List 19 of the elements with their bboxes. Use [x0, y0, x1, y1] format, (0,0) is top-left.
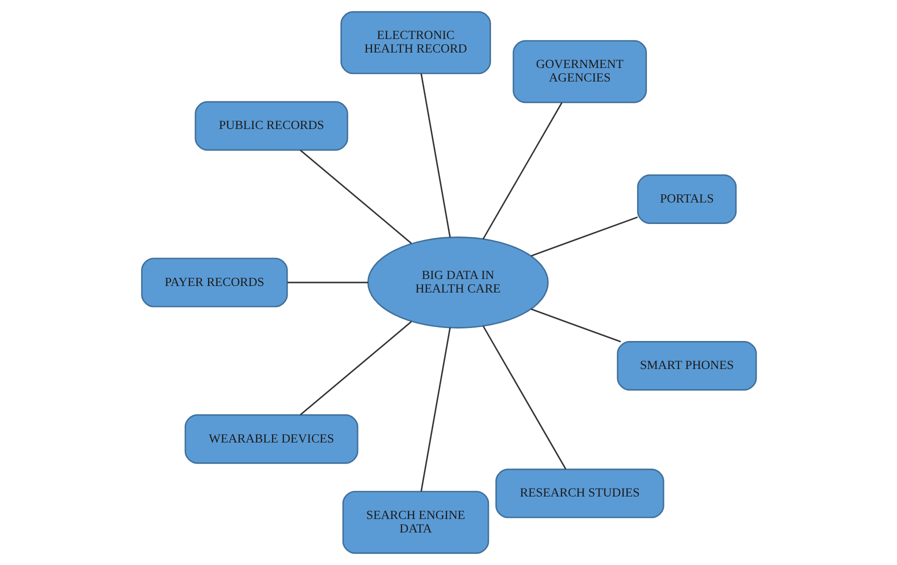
- node-box: ELECTRONIC HEALTH RECORD: [340, 11, 491, 74]
- connector: [420, 73, 450, 238]
- node-box: RESEARCH STUDIES: [494, 468, 664, 518]
- connector: [299, 150, 412, 244]
- node-box: SEARCH ENGINE DATA: [342, 490, 489, 554]
- node-box: PORTALS: [636, 174, 736, 224]
- node-box: GOVERNMENT AGENCIES: [512, 40, 646, 104]
- connector: [286, 282, 368, 284]
- node-box: PAYER RECORDS: [140, 258, 288, 308]
- connector: [420, 327, 450, 492]
- connector: [482, 102, 562, 240]
- node-ellipse: BIG DATA IN HEALTH CARE: [366, 236, 548, 328]
- node-box: SMART PHONES: [616, 341, 756, 391]
- connector: [482, 326, 566, 470]
- connector: [530, 216, 638, 257]
- connector: [299, 321, 412, 416]
- node-box: WEARABLE DEVICES: [184, 414, 358, 464]
- connector: [530, 308, 620, 342]
- node-box: PUBLIC RECORDS: [194, 101, 348, 151]
